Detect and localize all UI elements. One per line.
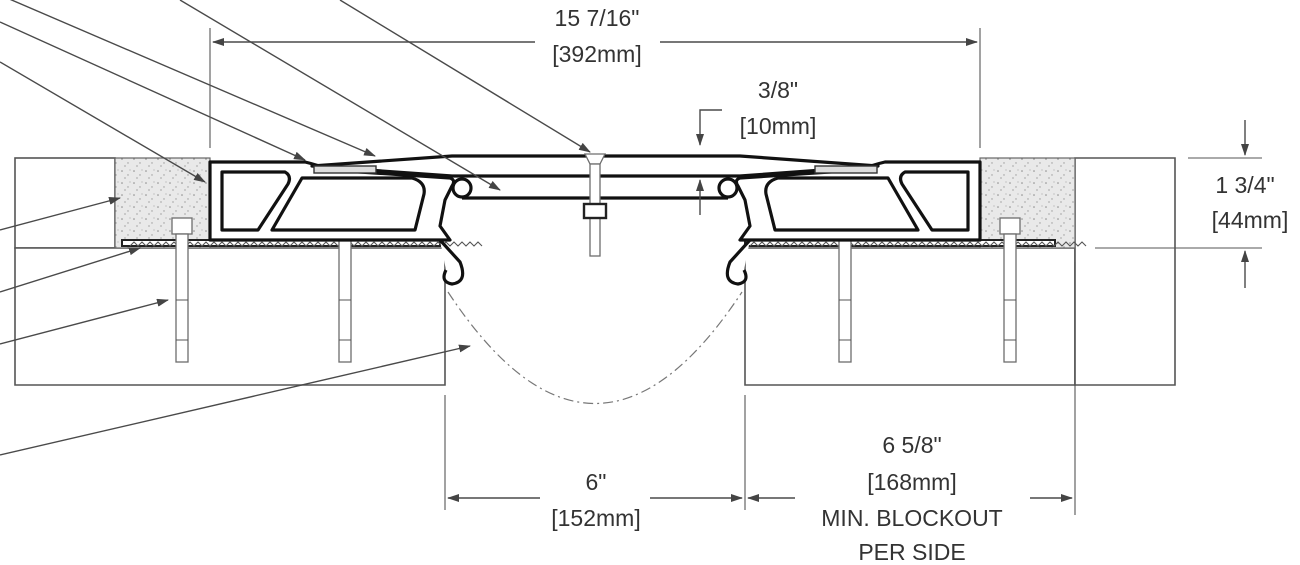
cover-gap-imperial: 3/8": [758, 77, 798, 103]
right-frame-extrusion: [717, 160, 982, 286]
left-gasket: [313, 165, 377, 174]
right-outer-slab: [1074, 157, 1176, 386]
blockout-note-line2: PER SIDE: [858, 539, 965, 565]
blockout-imperial: 6 5/8": [882, 432, 941, 458]
dim-blockout: 6 5/8" [168mm] MIN. BLOCKOUT PER SIDE: [747, 262, 1076, 565]
dim-depth: 1 3/4" [44mm]: [1095, 120, 1288, 288]
concrete-substrate: [14, 157, 1176, 386]
joint-opening-metric: [152mm]: [551, 505, 640, 531]
left-frame-extrusion: [208, 160, 473, 286]
blockout-note-line1: MIN. BLOCKOUT: [821, 505, 1002, 531]
blockout-metric: [168mm]: [867, 469, 956, 495]
right-grout: [979, 157, 1076, 249]
cover-gap-metric: [10mm]: [740, 113, 817, 139]
overall-width-imperial: 15 7/16": [555, 5, 640, 31]
leader-lines: [0, 0, 591, 456]
overall-width-metric: [392mm]: [552, 41, 641, 67]
movement-arc: [447, 291, 743, 405]
right-gasket: [814, 165, 878, 174]
left-bed-serration: [129, 241, 483, 247]
dim-joint-opening: 6" [152mm]: [444, 395, 746, 531]
right-bed-serration: [749, 241, 1087, 247]
center-screw: [582, 153, 608, 257]
dim-overall-width: 15 7/16" [392mm]: [209, 5, 981, 148]
left-grout: [114, 157, 211, 249]
depth-metric: [44mm]: [1212, 207, 1289, 233]
right-slab: [744, 247, 1076, 386]
anchor-bolt-4: [999, 217, 1021, 363]
left-blockout-concrete: [14, 157, 116, 249]
dim-cover-gap: 3/8" [10mm]: [696, 77, 817, 215]
elastomeric-concrete: [114, 157, 1076, 249]
left-slab: [14, 247, 446, 386]
depth-imperial: 1 3/4": [1215, 172, 1274, 198]
joint-opening-imperial: 6": [586, 469, 607, 495]
anchor-bolt-1: [171, 217, 193, 363]
